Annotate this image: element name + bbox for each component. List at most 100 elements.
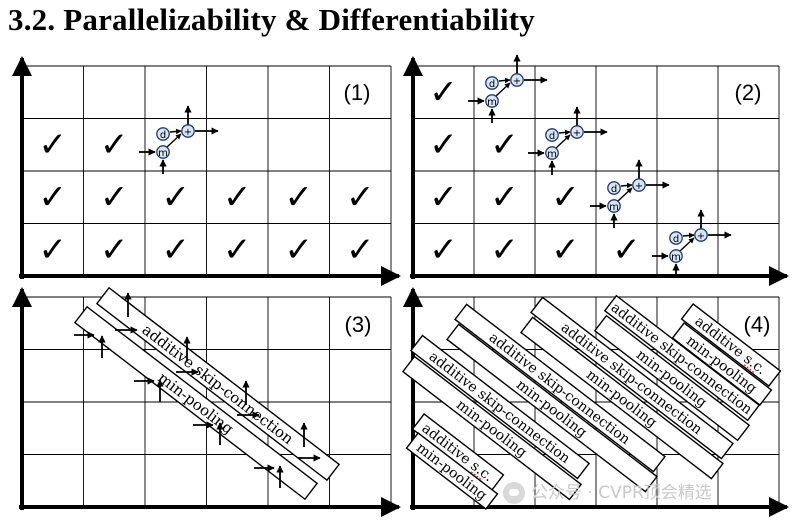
watermark: 公众号 · CVPR顶会精选: [503, 478, 712, 504]
watermark-text: 公众号 · CVPR顶会精选: [531, 483, 712, 503]
checkmark-icon: ✓: [490, 230, 519, 270]
flow-arrow: [682, 232, 695, 239]
min-pooling-strip-4-box: [520, 316, 724, 480]
min-pooling-strip-3-box: [446, 323, 658, 493]
checkmark-icon: ✓: [429, 177, 458, 217]
panel-1-grid: [11, 56, 401, 286]
flow-arrow: [620, 182, 633, 189]
plus-node-circle: [570, 125, 584, 139]
skip-connection-strip-1-box: [409, 334, 591, 480]
panel-3-arrows: [74, 292, 321, 488]
plus-node-text: +: [513, 76, 521, 87]
checkmark-icon: ✓: [100, 125, 129, 165]
panel-2: ✓✓✓✓✓✓✓✓✓✓ md+md+md+md+ (2): [403, 54, 789, 286]
dist-node-circle: [485, 76, 499, 90]
plus-node-text: +: [635, 181, 643, 192]
min-node-circle: [607, 199, 621, 213]
checkmark-icon: ✓: [551, 230, 580, 270]
min-node-circle: [545, 146, 559, 160]
plus-node-circle: [181, 124, 195, 138]
panel-3-label: (3): [345, 312, 372, 337]
min-node-circle: [156, 145, 170, 159]
flow-arrow: [495, 82, 511, 97]
additive-sc-strip-2-spellcheck-underline: [743, 364, 756, 374]
checkmark-icon: ✓: [551, 177, 580, 217]
checkmark-icon: ✓: [285, 230, 314, 270]
checkmark-icon: ✓: [100, 230, 129, 270]
checkmark-icon: ✓: [39, 177, 68, 217]
min-node-circle: [485, 94, 499, 108]
wechat-logo-icon: [503, 482, 525, 504]
dist-node-text: d: [549, 131, 555, 142]
flow-arrow: [498, 77, 511, 84]
checkmark-icon: ✓: [490, 177, 519, 217]
min-node-text: m: [158, 148, 168, 159]
checkmark-icon: ✓: [490, 125, 519, 165]
flow-arrow: [617, 187, 633, 202]
dist-node-circle: [156, 127, 170, 141]
min-pooling-strip-5-box: [593, 314, 751, 442]
panel-2-label: (2): [735, 80, 762, 105]
checkmark-icon: ✓: [612, 230, 641, 270]
dist-node-circle: [607, 181, 621, 195]
dist-node-text: d: [160, 130, 166, 141]
skip-connection-strip: additive skip-connection: [95, 286, 341, 482]
flow-arrow: [555, 134, 571, 149]
min-pooling-strip-2-box: [401, 355, 583, 501]
checkmark-icon: ✓: [162, 230, 191, 270]
checkmark-icon: ✓: [39, 125, 68, 165]
checkmark-icon: ✓: [429, 230, 458, 270]
plus-node-circle: [510, 73, 524, 87]
dist-node-text: d: [611, 184, 617, 195]
plus-node-circle: [632, 178, 646, 192]
dist-node-circle: [545, 128, 559, 142]
plus-node-circle: [694, 228, 708, 242]
skip-connection-strip-box: [95, 286, 341, 482]
additive-sc-strip-2-box: [680, 302, 782, 388]
flow-arrow: [166, 133, 182, 148]
panel-2-grid: [403, 56, 789, 286]
min-pooling-strip-box: [73, 305, 319, 501]
dist-node-text: d: [489, 79, 495, 90]
panel-4-label: (4): [744, 312, 771, 337]
panel-1: ✓ ✓ ✓ ✓ ✓ ✓ ✓ ✓ ✓ ✓ ✓ ✓ ✓ ✓ md + (1): [11, 56, 401, 286]
checkmark-icon: ✓: [39, 230, 68, 270]
checkmark-icon: ✓: [429, 72, 458, 112]
flow-arrow: [679, 237, 695, 252]
min-node-text: m: [547, 149, 557, 160]
panel-2-checks: ✓ ✓ ✓ ✓ ✓ ✓ ✓ ✓ ✓ ✓: [429, 72, 641, 270]
panel-2-dp-nodes: md+md+md+md+: [468, 54, 732, 278]
checkmark-icon: ✓: [346, 177, 375, 217]
slide-title: 3.2. Parallelizability & Differentiabili…: [8, 2, 535, 37]
plus-node-text: +: [573, 128, 581, 139]
flow-arrow: [558, 129, 571, 136]
checkmark-icon: ✓: [100, 177, 129, 217]
flow-arrow: [169, 128, 182, 135]
min-pooling-strip-1-box: [405, 432, 499, 510]
min-node-text: m: [609, 202, 619, 213]
min-node-text: m: [671, 252, 681, 263]
dist-node-circle: [669, 231, 683, 245]
plus-node-text: +: [697, 231, 705, 242]
min-pooling-strip-6-box: [671, 321, 773, 407]
checkmark-icon: ✓: [429, 125, 458, 165]
dist-node-text: d: [673, 234, 679, 245]
skip-connection-strip-3-box: [530, 296, 734, 460]
checkmark-icon: ✓: [162, 177, 191, 217]
panel-1-checks: ✓ ✓ ✓ ✓ ✓ ✓ ✓ ✓ ✓ ✓ ✓ ✓ ✓ ✓: [39, 125, 375, 270]
plus-node-text: +: [184, 127, 192, 138]
checkmark-icon: ✓: [346, 230, 375, 270]
checkmark-icon: ✓: [285, 177, 314, 217]
panel-1-label: (1): [344, 80, 371, 105]
min-node-text: m: [487, 97, 497, 108]
checkmark-icon: ✓: [223, 230, 252, 270]
skip-connection-strip-2-box: [454, 303, 666, 473]
min-node-circle: [669, 249, 683, 263]
checkmark-icon: ✓: [223, 177, 252, 217]
panel-1-dp-nodes: md +: [139, 105, 219, 174]
